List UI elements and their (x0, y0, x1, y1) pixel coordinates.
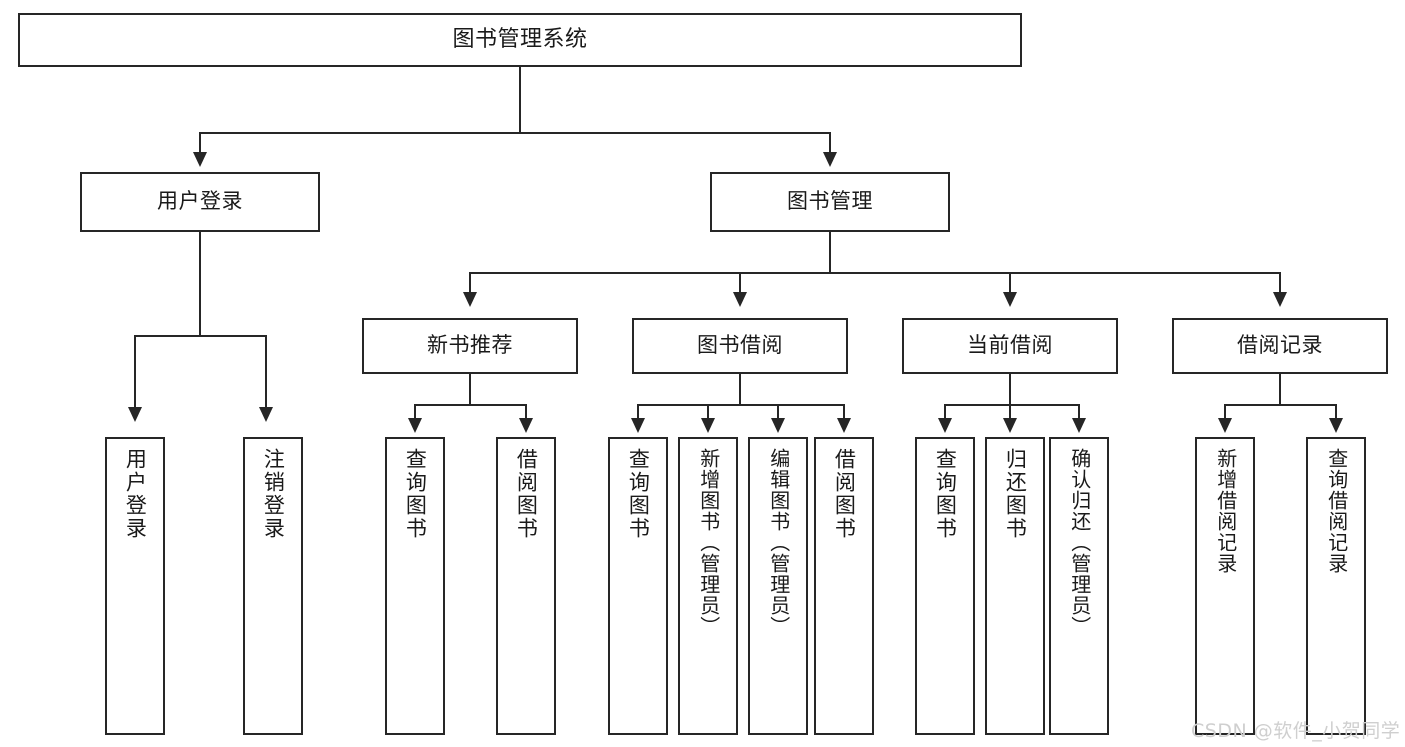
node-borrow-record[interactable]: 借阅记录 (1172, 318, 1388, 374)
connector-level3-drop-1 (469, 272, 471, 294)
connector-user-login-drop-2 (265, 335, 267, 409)
connector-level2-drop-2 (829, 132, 831, 154)
connector-book-borrow-bus (637, 404, 845, 406)
connector-root-stem (519, 67, 521, 133)
connector-user-login-drop-1 (134, 335, 136, 409)
node-leaf-bb-borrow-book[interactable]: 借阅图书 (814, 437, 874, 735)
arrow-to-leaf-bb-edit (771, 418, 785, 433)
arrow-to-user-login (193, 152, 207, 167)
arrow-to-book-borrow (733, 292, 747, 307)
connector-book-borrow-stem (739, 374, 741, 406)
connector-new-book-stem (469, 374, 471, 406)
connector-book-mgmt-stem (829, 232, 831, 274)
arrow-to-new-book (463, 292, 477, 307)
connector-new-book-drop-1 (414, 404, 416, 420)
arrow-to-leaf-cb-confirm (1072, 418, 1086, 433)
node-leaf-bb-add-book-admin[interactable]: 新增图书（管理员） (678, 437, 738, 735)
connector-current-borrow-drop-3 (1078, 404, 1080, 420)
node-label: 图书管理 (787, 189, 873, 214)
arrow-to-leaf-user-login (128, 407, 142, 422)
connector-borrow-record-bus (1224, 404, 1337, 406)
connector-level3-bus (469, 272, 1281, 274)
connector-current-borrow-bus (944, 404, 1080, 406)
node-label: 确认归还（管理员） (1067, 448, 1092, 637)
node-leaf-br-query-record[interactable]: 查询借阅记录 (1306, 437, 1366, 735)
connector-book-borrow-drop-2 (707, 404, 709, 420)
node-label: 新书推荐 (427, 333, 513, 358)
node-label: 新增借阅记录 (1213, 448, 1238, 574)
arrow-to-leaf-bb-borrow (837, 418, 851, 433)
node-label: 借阅图书 (514, 448, 539, 540)
node-current-borrow[interactable]: 当前借阅 (902, 318, 1118, 374)
arrow-to-leaf-nb-borrow (519, 418, 533, 433)
node-leaf-cb-query-book[interactable]: 查询图书 (915, 437, 975, 735)
arrow-to-leaf-cb-query (938, 418, 952, 433)
arrow-to-leaf-cb-return (1003, 418, 1017, 433)
arrow-to-leaf-bb-add (701, 418, 715, 433)
node-root-book-management-system[interactable]: 图书管理系统 (18, 13, 1022, 67)
node-label: 当前借阅 (967, 333, 1053, 358)
node-book-borrow[interactable]: 图书借阅 (632, 318, 848, 374)
arrow-to-book-management (823, 152, 837, 167)
arrow-to-leaf-nb-query (408, 418, 422, 433)
node-label: 归还图书 (1003, 448, 1028, 540)
connector-level3-drop-3 (1009, 272, 1011, 294)
arrow-to-leaf-br-add (1218, 418, 1232, 433)
node-leaf-nb-query-book[interactable]: 查询图书 (385, 437, 445, 735)
node-leaf-br-add-record[interactable]: 新增借阅记录 (1195, 437, 1255, 735)
connector-book-borrow-drop-3 (777, 404, 779, 420)
connector-current-borrow-drop-2 (1009, 404, 1011, 420)
connector-new-book-bus (414, 404, 527, 406)
node-leaf-bb-query-book[interactable]: 查询图书 (608, 437, 668, 735)
node-label: 借阅图书 (832, 448, 857, 540)
node-label: 借阅记录 (1237, 333, 1323, 358)
node-book-management[interactable]: 图书管理 (710, 172, 950, 232)
connector-level2-bus (199, 132, 831, 134)
node-leaf-cb-return-book[interactable]: 归还图书 (985, 437, 1045, 735)
watermark-csdn: CSDN @软件_小贺同学 (1191, 720, 1401, 742)
connector-level3-drop-4 (1279, 272, 1281, 294)
node-leaf-logout[interactable]: 注销登录 (243, 437, 303, 735)
arrow-to-current-borrow (1003, 292, 1017, 307)
node-new-book-recommend[interactable]: 新书推荐 (362, 318, 578, 374)
node-user-login[interactable]: 用户登录 (80, 172, 320, 232)
connector-level2-drop-1 (199, 132, 201, 154)
connector-new-book-drop-2 (525, 404, 527, 420)
connector-current-borrow-drop-1 (944, 404, 946, 420)
node-label: 查询图书 (403, 448, 428, 540)
node-label: 注销登录 (261, 448, 286, 540)
arrow-to-leaf-logout (259, 407, 273, 422)
node-label: 图书借阅 (697, 333, 783, 358)
node-label: 查询图书 (933, 448, 958, 540)
arrow-to-borrow-record (1273, 292, 1287, 307)
arrow-to-leaf-br-query (1329, 418, 1343, 433)
node-leaf-nb-borrow-book[interactable]: 借阅图书 (496, 437, 556, 735)
connector-borrow-record-drop-2 (1335, 404, 1337, 420)
arrow-to-leaf-bb-query (631, 418, 645, 433)
node-label: 用户登录 (157, 189, 243, 214)
node-leaf-bb-edit-book-admin[interactable]: 编辑图书（管理员） (748, 437, 808, 735)
node-leaf-cb-confirm-return-admin[interactable]: 确认归还（管理员） (1049, 437, 1109, 735)
connector-level3-drop-2 (739, 272, 741, 294)
connector-user-login-stem (199, 232, 201, 336)
connector-borrow-record-stem (1279, 374, 1281, 406)
node-label: 图书管理系统 (452, 26, 588, 52)
connector-book-borrow-drop-4 (843, 404, 845, 420)
node-label: 查询借阅记录 (1324, 448, 1349, 574)
node-label: 用户登录 (123, 448, 148, 540)
connector-book-borrow-drop-1 (637, 404, 639, 420)
connector-user-login-bus (134, 335, 267, 337)
node-label: 编辑图书（管理员） (766, 448, 791, 637)
node-label: 新增图书（管理员） (696, 448, 721, 637)
node-leaf-user-login[interactable]: 用户登录 (105, 437, 165, 735)
connector-borrow-record-drop-1 (1224, 404, 1226, 420)
node-label: 查询图书 (626, 448, 651, 540)
connector-current-borrow-stem (1009, 374, 1011, 406)
